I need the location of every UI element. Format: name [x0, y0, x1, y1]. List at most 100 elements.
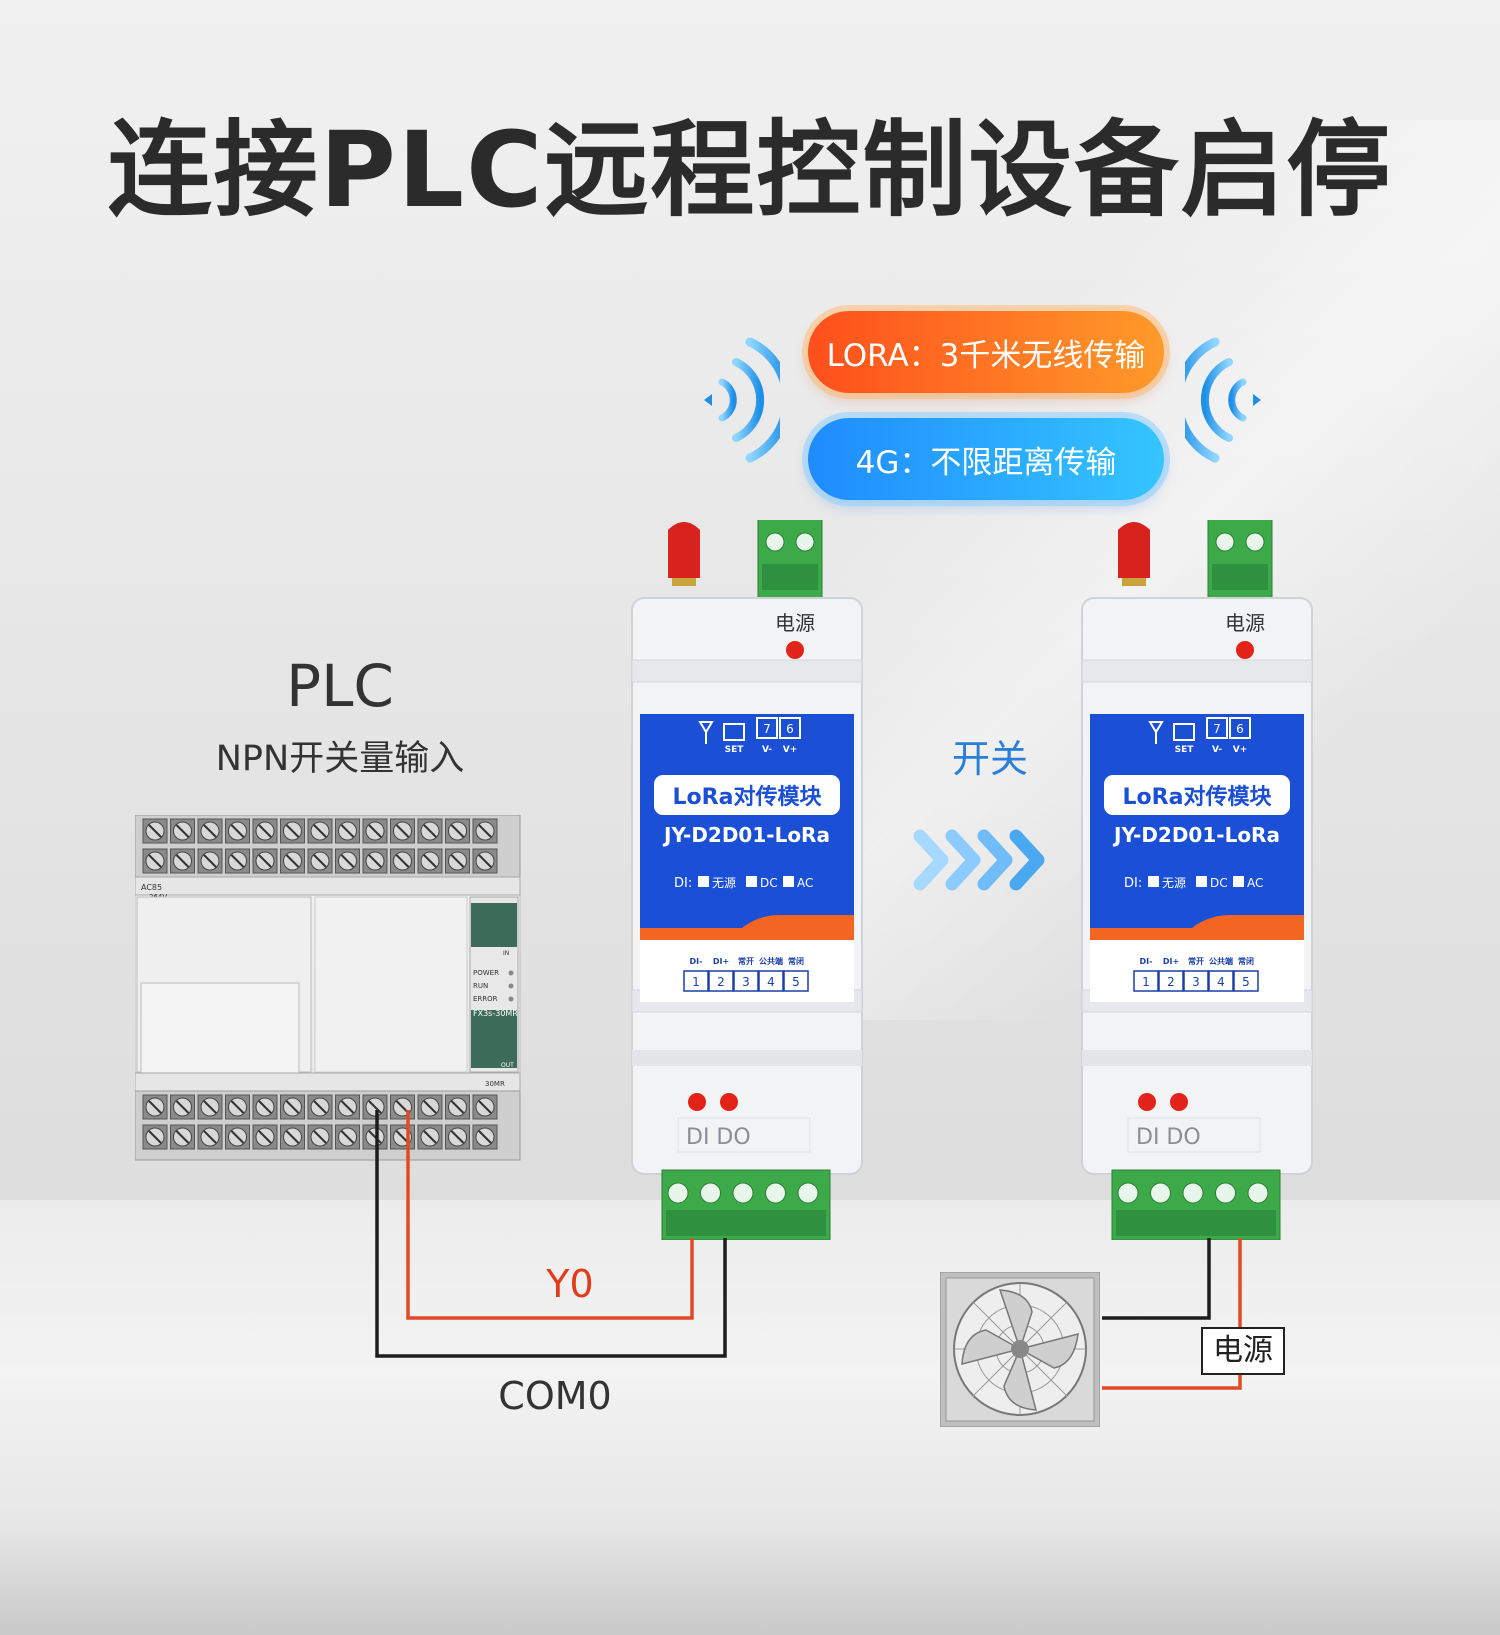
chevron-arrows-icon	[913, 829, 1045, 891]
vplus-label: V+	[783, 745, 798, 755]
antenna-small-icon	[1148, 721, 1164, 744]
di-terminal-label: DI+	[713, 957, 729, 966]
di-terminal-label: 常开	[1188, 956, 1204, 966]
set-label: SET	[725, 745, 745, 755]
terminal-screw-icon	[1245, 532, 1265, 552]
vplus-label: V+	[1233, 745, 1248, 755]
plc-device: AC85 264V POWER RUN ERROR FX3s-30MR IN O…	[135, 815, 521, 1161]
plc-error-led-label: ERROR	[473, 995, 498, 1003]
di-option-passive: 无源	[1162, 876, 1186, 890]
antenna-icon	[1118, 522, 1150, 578]
plc-out-label: OUT	[501, 1062, 514, 1069]
di-led-icon	[688, 1093, 706, 1111]
y0-wire	[406, 1110, 694, 1320]
terminal-number-box	[733, 970, 759, 992]
plc-run-led-label: RUN	[473, 982, 488, 990]
terminal-number-box	[1233, 970, 1259, 992]
set-label: SET	[1175, 745, 1195, 755]
power-led-label: 电源	[1225, 611, 1265, 635]
terminal-6-label: 6	[786, 722, 794, 736]
terminal-number-box	[1208, 970, 1234, 992]
di-terminal-label: 公共端	[759, 956, 783, 966]
do-led-icon	[720, 1093, 738, 1111]
di-option-ac: AC	[797, 876, 813, 890]
y0-label: Y0	[546, 1262, 594, 1306]
power-led-icon	[1236, 641, 1254, 659]
com0-wire	[375, 1110, 727, 1358]
plc-title: PLC	[286, 652, 394, 720]
di-terminal-label: 常闭	[1238, 956, 1254, 966]
4g-badge: 4G：不限距离传输	[808, 418, 1164, 500]
terminal-number: 3	[742, 975, 750, 989]
power-led-label: 电源	[775, 611, 815, 635]
fan-wire-black	[1102, 1238, 1211, 1320]
terminal-6-label: 6	[1236, 722, 1244, 736]
terminal-number: 1	[692, 975, 700, 989]
module-name: LoRa对传模块	[1123, 785, 1273, 810]
vminus-label: V-	[762, 745, 772, 755]
set-button-icon	[723, 723, 745, 741]
di-terminal-label: 常开	[738, 956, 754, 966]
plc-model-label: FX3s-30MR	[473, 1009, 518, 1018]
switch-label: 开关	[951, 737, 1028, 781]
plc-top-terminals	[142, 818, 498, 874]
di-do-label: DI DO	[686, 1125, 751, 1150]
di-label: DI:	[674, 876, 692, 891]
di-option-ac: AC	[1247, 876, 1263, 890]
com0-label: COM0	[498, 1374, 612, 1418]
di-terminal-label: 常闭	[788, 956, 804, 966]
fan-wire-red	[1102, 1238, 1242, 1390]
terminal-screw-icon	[795, 532, 815, 552]
plc-subtitle: NPN开关量输入	[215, 739, 465, 779]
checkbox-icon	[1148, 876, 1159, 887]
checkbox-icon	[783, 876, 794, 887]
terminal-screw-icon	[700, 1182, 721, 1204]
terminal-number-box	[1183, 970, 1209, 992]
module-name-badge	[1104, 775, 1290, 815]
power-led-icon	[786, 641, 804, 659]
module-model: JY-D2D01-LoRa	[662, 823, 830, 847]
fan-device	[940, 1272, 1100, 1427]
terminal-screw-icon	[732, 1182, 754, 1204]
checkbox-icon	[1196, 876, 1207, 887]
plc-power-led-label: POWER	[473, 969, 499, 977]
plc-ac-label: AC85	[141, 883, 162, 892]
terminal-number: 5	[1242, 975, 1250, 989]
terminal-screw-icon	[1150, 1182, 1171, 1204]
di-option-passive: 无源	[712, 876, 736, 890]
di-do-label: DI DO	[1136, 1125, 1201, 1150]
terminal-screw-icon	[1247, 1182, 1269, 1204]
terminal-number: 2	[1167, 975, 1175, 989]
plc-unit-label: 30MR	[485, 1080, 505, 1088]
wireless-signal-icon-left	[704, 337, 780, 463]
floor-background	[0, 1200, 1500, 1635]
di-terminal-label: DI+	[1163, 957, 1179, 966]
terminal-number-box	[758, 970, 784, 992]
module-name: LoRa对传模块	[673, 785, 823, 810]
terminal-number: 2	[717, 975, 725, 989]
di-label: DI:	[1124, 876, 1142, 891]
terminal-number: 4	[1217, 975, 1225, 989]
terminal-number-box	[708, 970, 734, 992]
terminal-screw-icon	[797, 1182, 819, 1204]
checkbox-icon	[746, 876, 757, 887]
terminal-number-box	[683, 970, 709, 992]
terminal-7-label: 7	[1213, 722, 1221, 736]
di-led-icon	[1138, 1093, 1156, 1111]
terminal-number: 5	[792, 975, 800, 989]
terminal-number: 3	[1192, 975, 1200, 989]
wireless-signal-icon-right	[1185, 337, 1261, 463]
set-button-icon	[1173, 723, 1195, 741]
module-name-badge	[654, 775, 840, 815]
di-option-dc: DC	[1210, 876, 1228, 890]
di-option-dc: DC	[760, 876, 778, 890]
terminal-screw-icon	[1215, 1182, 1236, 1204]
checkbox-icon	[1233, 876, 1244, 887]
di-terminal-label: DI-	[1140, 957, 1153, 966]
terminal-number: 1	[1142, 975, 1150, 989]
plc-bottom-terminals	[142, 1094, 498, 1150]
